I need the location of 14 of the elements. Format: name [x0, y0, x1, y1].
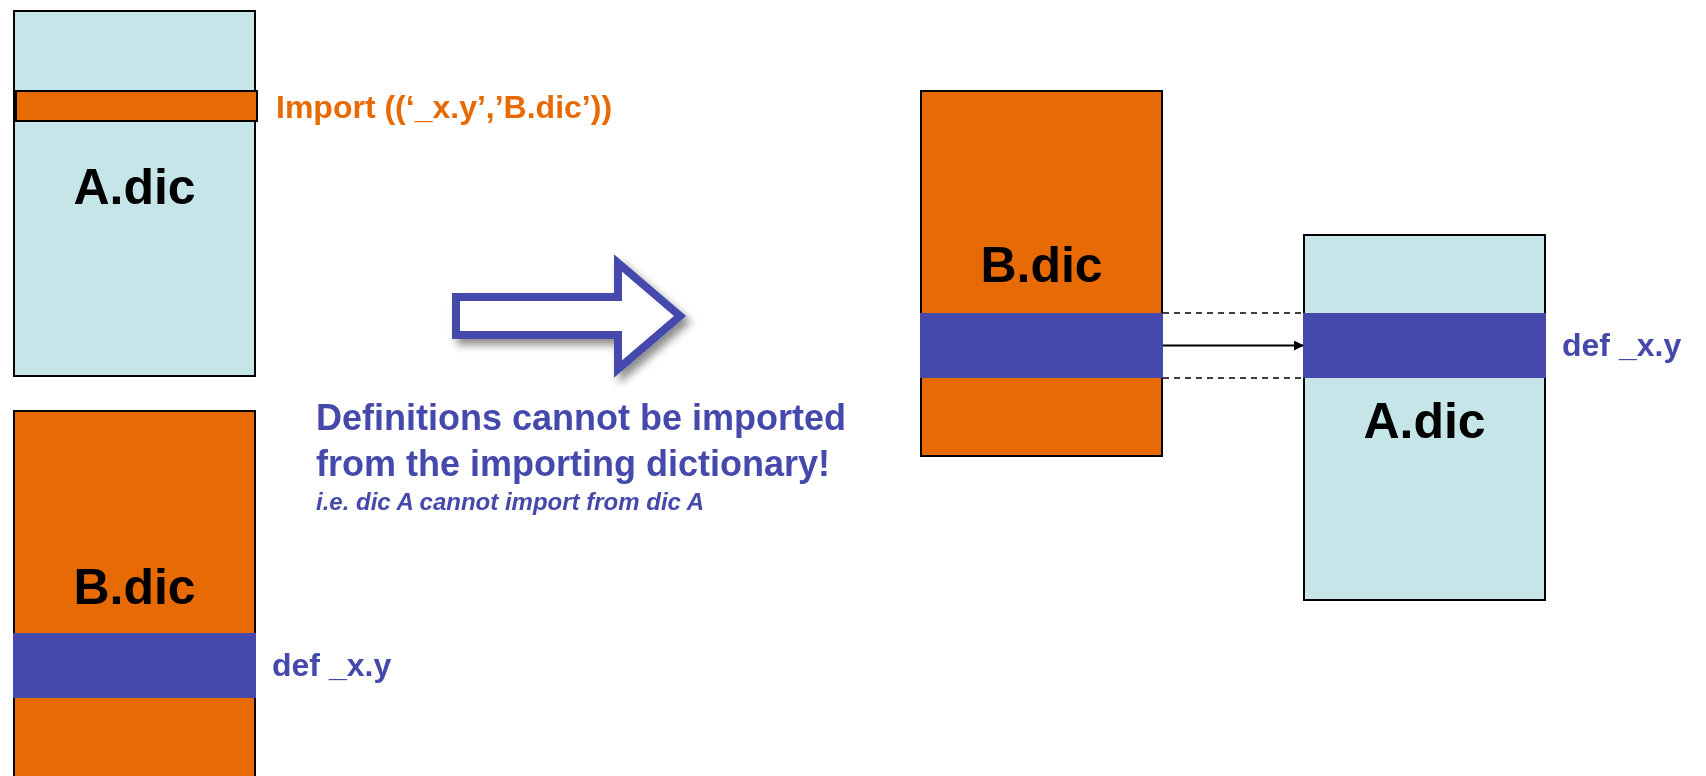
dictionary-box	[920, 90, 1163, 457]
box-title: A.dic	[72, 162, 197, 212]
band	[920, 313, 1163, 378]
code-annotation: def _x.y	[272, 648, 392, 681]
box-title: A.dic	[1362, 396, 1487, 446]
note-subtext: i.e. dic A cannot import from dic A	[316, 487, 706, 517]
dashed-guide-line	[1162, 377, 1304, 379]
note-text: Definitions cannot be imported from the importing dictionary!	[316, 396, 847, 486]
code-annotation: def _x.y	[1562, 328, 1682, 361]
box-title: B.dic	[72, 562, 197, 612]
dashed-guide-line	[1162, 312, 1304, 314]
arrow	[1162, 340, 1304, 351]
code-annotation: Import ((‘_x.y’,’B.dic’))	[276, 91, 613, 123]
box-title: B.dic	[979, 240, 1104, 290]
